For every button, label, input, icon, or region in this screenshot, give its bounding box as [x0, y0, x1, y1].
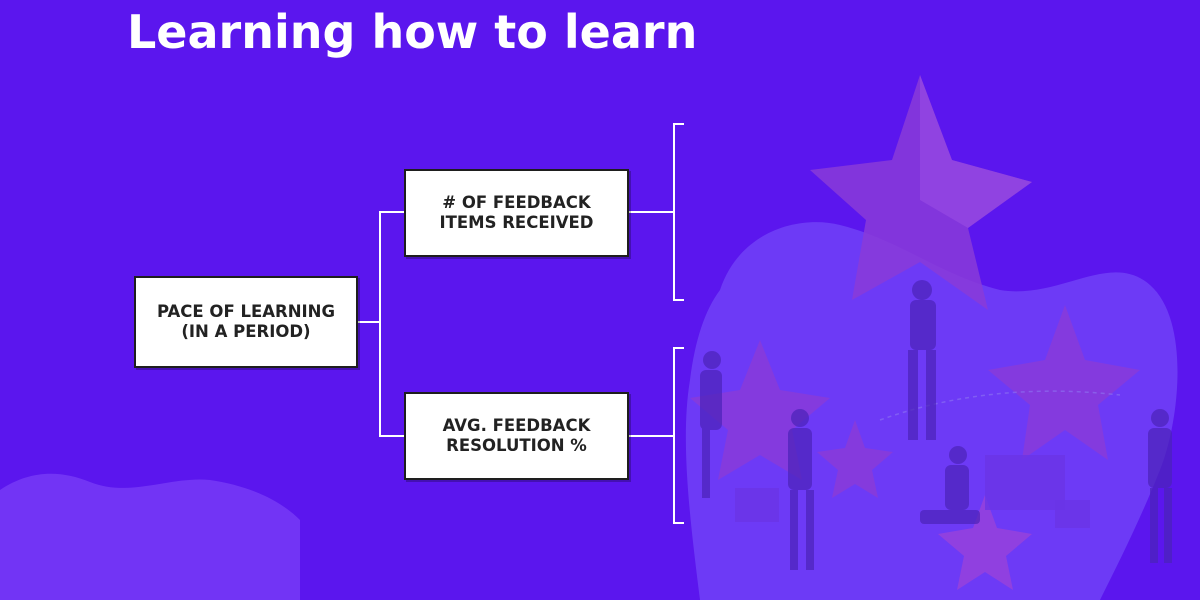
connector-branch	[379, 211, 404, 437]
star-icon	[810, 75, 1032, 310]
page-title: Learning how to learn	[127, 5, 698, 59]
wave-shape	[0, 473, 300, 600]
bracket-top	[673, 123, 684, 301]
person-icon	[788, 409, 814, 570]
node-label-line: (IN A PERIOD)	[181, 322, 311, 341]
person-icon	[908, 280, 936, 440]
person-icon	[700, 351, 722, 498]
box-shape	[985, 455, 1065, 510]
node-label-line: PACE OF LEARNING	[156, 302, 336, 321]
person-icon	[1148, 409, 1172, 563]
star-icon	[938, 495, 1032, 590]
node-label-line: # OF FEEDBACK	[442, 193, 591, 212]
box-shape	[1055, 500, 1090, 528]
stars-and-people-icon	[690, 75, 1172, 590]
node-label-line: ITEMS RECEIVED	[439, 213, 594, 232]
node-pace-of-learning: PACE OF LEARNING (IN A PERIOD)	[134, 276, 358, 368]
node-feedback-resolution: AVG. FEEDBACK RESOLUTION %	[404, 392, 629, 480]
box-shape	[735, 488, 779, 522]
connector-lines	[358, 123, 684, 524]
dashed-line	[879, 390, 1121, 421]
star-icon	[817, 420, 893, 498]
node-label-line: AVG. FEEDBACK	[442, 416, 591, 435]
node-feedback-items-received: # OF FEEDBACK ITEMS RECEIVED	[404, 169, 629, 257]
person-icon	[920, 446, 980, 524]
node-label-line: RESOLUTION %	[446, 436, 587, 455]
star-icon	[988, 305, 1140, 460]
bracket-bottom	[673, 347, 684, 524]
